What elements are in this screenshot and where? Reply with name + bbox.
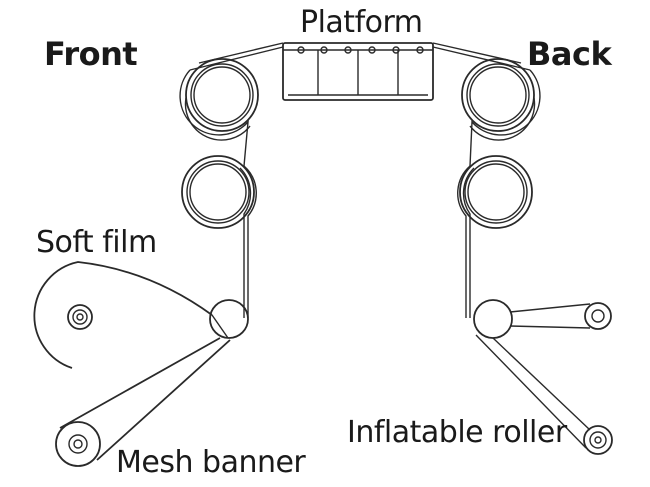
platform-suction-hole [320,46,328,54]
front-roller-lower [181,155,255,229]
back-roller-lower [459,155,533,229]
platform-suction-hole [297,46,305,54]
back-guide-roller [473,299,513,339]
mesh-banner-media-lower [96,339,231,461]
platform-suction-hole [392,46,400,54]
mesh-banner-label: Mesh banner [116,445,306,480]
platform-suction-hole [344,46,352,54]
soft-film-label: Soft film [36,225,157,260]
platform-unit [282,42,434,101]
inflatable-roller-label: Inflatable roller [347,415,567,450]
platform-suction-hole [368,46,376,54]
inflatable-roller [475,334,613,455]
back-takeup-spool [509,302,612,330]
front-guide-roller [209,299,249,339]
front-roller-upper [185,58,259,132]
platform-suction-hole [416,46,424,54]
front-label: Front [44,35,138,73]
media-path [179,42,541,318]
platform-frame [282,42,434,101]
inflatable-roller-media [492,337,591,431]
platform-label: Platform [300,5,423,40]
mesh-banner-spool [55,337,231,467]
back-roller-upper [461,58,535,132]
soft-film-spool [33,261,229,369]
soft-film-media [33,261,213,369]
back-label: Back [527,35,612,73]
mesh-banner-media-upper [59,337,221,429]
